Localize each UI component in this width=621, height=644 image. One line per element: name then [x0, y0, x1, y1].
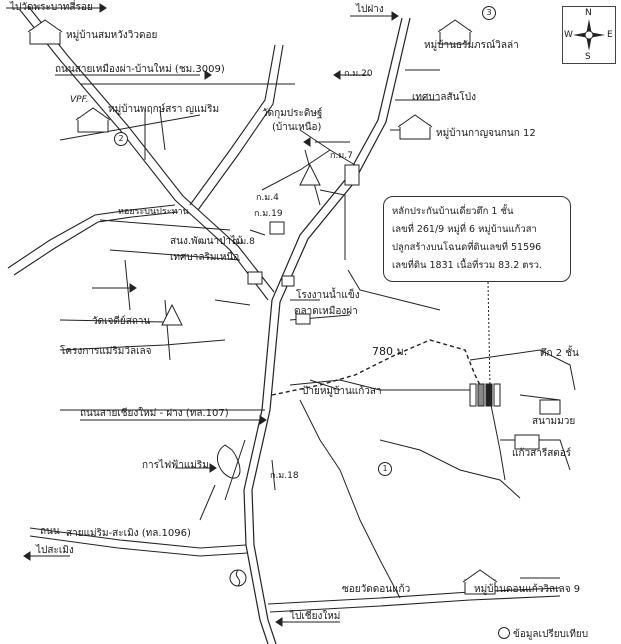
label-kaew-store: แก้วสารีสตอร์	[512, 448, 572, 459]
direction-arrows	[6, 3, 560, 627]
label-village-dongkaew: หมู่บ้านดอนแก้ววิลเลจ 9	[474, 584, 581, 595]
target-lot	[469, 383, 501, 407]
label-sanam-muay: สนามมวย	[532, 416, 576, 427]
soi-dongkaew	[267, 587, 561, 613]
info-line-1: หลักประกันบ้านเดี่ยวตึก 1 ชั้น	[392, 206, 514, 217]
label-two-floor: ตึก 2 ชั้น	[540, 348, 579, 359]
compass-s: S	[585, 52, 591, 62]
marker-2: 2	[114, 132, 128, 146]
compass-n: N	[585, 8, 592, 18]
label-road-1096: สายแม่ริม-สะเมิง (ทล.1096)	[66, 528, 191, 539]
label-tesaban-sanpong: เทศบาลสันโป่ง	[412, 92, 476, 103]
label-village-thanalapha: หมู่บ้านธรัมภรณ์วิลล่า	[424, 40, 519, 51]
highway-107	[243, 17, 411, 644]
lake-tree	[216, 444, 247, 587]
label-distance: 780 ม.	[372, 345, 408, 358]
marker-3: 3	[482, 6, 496, 20]
legend-text: ข้อมูลเปรียบเทียบ	[513, 629, 589, 640]
road-3009	[19, 5, 275, 301]
road-1096	[29, 527, 249, 557]
info-line-4: เลขที่ดิน 1831 เนื้อที่รวม 83.2 ตรว.	[392, 260, 542, 271]
label-market: ตลาดเหมืองผ่า	[294, 306, 358, 317]
info-line-3: ปลูกสร้างบนโฉนดที่ดินเลขที่ 51596	[392, 242, 542, 253]
route-dashed	[271, 339, 481, 396]
label-electric: การไฟฟ้าแม่ริม	[142, 460, 209, 471]
label-sign-village: ป้ายหมู่บ้านแก้วสา	[302, 386, 382, 397]
legend-circle-icon	[498, 627, 510, 639]
label-road-107: ถนนสายเชียงใหม่ - ฝาง (ทล.107)	[80, 408, 229, 419]
label-wat-chedi: วัดเจดีย์สถาน	[92, 316, 151, 327]
label-wat-kum: วัดกุมประดิษฐ์	[262, 108, 323, 119]
label-village-pruksa: หมู่บ้านพฤกษ์สรา ญแม่ริม	[108, 104, 220, 115]
minor-roads	[59, 69, 576, 599]
label-to-fang: ไปฝาง	[356, 4, 384, 15]
marker-1: 1	[378, 462, 392, 476]
label-to-wat-phra-baht: ไปวัดพระบาทสี่รอย	[10, 2, 93, 13]
label-to-samoeng: ไปสะเมิง	[36, 545, 74, 556]
compass: N S W E	[562, 6, 616, 64]
label-soi-dongkaew: ซอยวัดดอนแก้ว	[342, 584, 411, 595]
label-to-chiangmai: ไปเชียงใหม่	[290, 611, 341, 622]
legend: ข้อมูลเปรียบเทียบ	[498, 627, 588, 642]
road-to-northeast	[189, 44, 284, 211]
label-km19: ก.ม.19	[254, 209, 283, 219]
label-road-prefix: ถนน	[40, 526, 60, 537]
label-wat-kum-sub: (บ้านเหนือ)	[272, 122, 322, 133]
label-vpf: VPF.	[70, 95, 89, 105]
building-icons	[27, 19, 561, 595]
collateral-info-box: หลักประกันบ้านเดี่ยวตึก 1 ชั้น เลขที่ 26…	[383, 196, 571, 282]
info-line-2: เลขที่ 261/9 หมู่ที่ 6 หมู่บ้านแก้วสา	[392, 224, 537, 235]
label-tesaban-rimnuea: เทศบาลริมเหนือ	[170, 252, 240, 263]
label-sanam: สนง.พัฒนาป่าไม้	[170, 236, 243, 247]
label-hong-chon: หอยระบนประทาน	[118, 207, 189, 217]
compass-rose-icon	[573, 19, 605, 51]
compass-e: E	[607, 30, 613, 40]
label-km18: ก.ม.18	[270, 471, 299, 481]
label-village-somwang: หมู่บ้านสมหวังวิวดอย	[66, 30, 158, 41]
label-km20: ก.ม.20	[344, 69, 373, 79]
label-km8: ก.ม.8	[232, 237, 255, 247]
label-km4: ก.ม.4	[256, 193, 279, 203]
label-village-kanjana: หมู่บ้านกาญจนกนก 12	[436, 128, 536, 139]
compass-w: W	[564, 30, 573, 40]
canal	[7, 204, 179, 276]
label-km7: ก.ม.7	[330, 151, 353, 161]
label-ice-factory: โรงงานน้ำแข็ง	[296, 290, 360, 301]
pointer-line	[487, 281, 491, 389]
label-road-3009: ถนนสายเหมืองผ่า-บ้านใหม่ (ชม.3009)	[55, 64, 225, 75]
label-project: โครงการแม่ริมวิลเลจ	[60, 346, 152, 357]
